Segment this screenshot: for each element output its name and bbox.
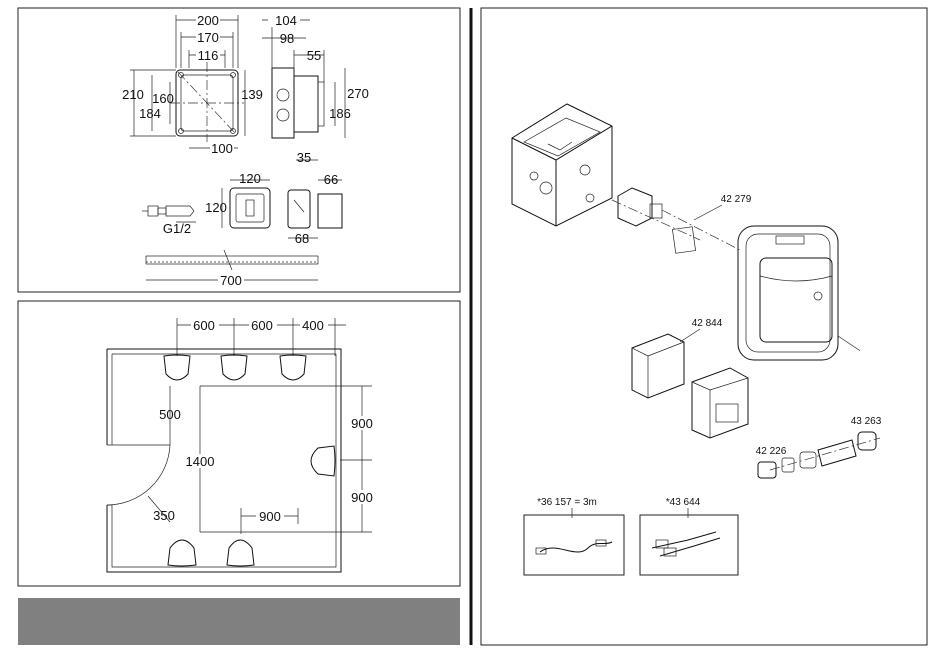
height-dimensions: 210 160 184 139 100 — [122, 70, 263, 156]
plan-dim-900-lower: 900 — [351, 490, 373, 505]
plan-dim-350: 350 — [153, 508, 175, 523]
urinal-2 — [221, 355, 247, 380]
dim-small-120-height: 120 — [205, 200, 227, 215]
dim-170: 170 — [197, 30, 219, 45]
dim-116: 116 — [198, 48, 219, 63]
dim-98: 98 — [280, 31, 294, 46]
grey-footer-bar — [18, 598, 460, 645]
cover-drawings: 66 68 — [288, 172, 342, 246]
dim-200: 200 — [197, 13, 219, 28]
box-side-view: 104 98 55 270 186 35 — [262, 13, 369, 165]
part-42226: 42 226 — [756, 446, 787, 457]
urinal-1 — [164, 355, 190, 380]
part-42844: 42 844 — [692, 318, 723, 329]
dim-55: 55 — [307, 48, 321, 63]
part-43644-adapter: *43 644 — [666, 497, 701, 508]
urinal-right — [311, 446, 335, 476]
plan-dim-900-upper: 900 — [351, 416, 373, 431]
cable-kit-box: *36 157 = 3m — [524, 497, 624, 575]
mounting-frame — [738, 226, 862, 360]
dim-68: 68 — [295, 231, 309, 246]
room-walls — [107, 349, 341, 572]
plan-dim-900-bottom: 900 — [259, 509, 281, 524]
dim-184: 184 — [139, 106, 161, 121]
part-42279: 42 279 — [721, 194, 752, 205]
urinal-bottom-1 — [168, 540, 196, 566]
plan-dim-1400: 1400 — [186, 454, 215, 469]
install-boxes — [632, 334, 748, 438]
part-36157-cable: *36 157 = 3m — [537, 497, 597, 508]
flex-conduit — [818, 176, 877, 388]
flush-box-iso — [512, 104, 612, 226]
dim-35: 35 — [297, 150, 311, 165]
box-front-view — [170, 62, 244, 142]
panel-layout-plan — [18, 301, 460, 586]
profile-rail: 700 — [146, 250, 318, 288]
part-43263: 43 263 — [851, 416, 882, 427]
urinal-bottom-2 — [227, 540, 254, 566]
dim-160: 160 — [152, 91, 174, 106]
plan-dimensions: 600 600 400 500 1400 900 900 350 900 — [148, 318, 376, 534]
valve-drawing: G1/2 — [142, 206, 196, 236]
dim-186: 186 — [329, 106, 351, 121]
dim-small-120-width: 120 — [239, 171, 261, 186]
dim-210: 210 — [122, 87, 144, 102]
dim-700: 700 — [220, 273, 242, 288]
plan-dim-500: 500 — [159, 407, 181, 422]
small-box-front: 120 120 — [205, 171, 270, 228]
panel-dimensions — [18, 8, 460, 292]
plan-dim-600-a: 600 — [193, 318, 215, 333]
urinal-3 — [280, 355, 306, 380]
width-dimensions: 200 170 116 — [176, 13, 238, 68]
plan-dim-400: 400 — [302, 318, 324, 333]
dim-139: 139 — [241, 87, 263, 102]
dim-104: 104 — [275, 13, 297, 28]
plan-dim-600-b: 600 — [251, 318, 273, 333]
adapter-kit-box: *43 644 — [640, 497, 738, 575]
dim-100: 100 — [211, 141, 233, 156]
dim-66: 66 — [324, 172, 338, 187]
dim-270: 270 — [347, 86, 369, 101]
thread-label: G1/2 — [163, 221, 191, 236]
